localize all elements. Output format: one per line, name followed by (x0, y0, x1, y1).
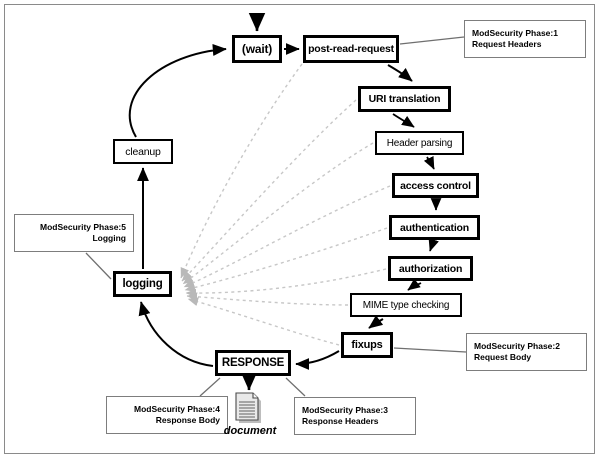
annotation-phase1-line2: Request Headers (472, 39, 542, 49)
node-fixups[interactable]: fixups (341, 332, 393, 358)
edge-fixups-to-response (295, 350, 340, 370)
edge-cleanup-to-wait (128, 44, 227, 138)
node-header-parsing[interactable]: Header parsing (375, 131, 464, 155)
annotation-modsecurity-phase-4: ModSecurity Phase:4 Response Body (106, 396, 228, 434)
node-cleanup[interactable]: cleanup (113, 139, 173, 164)
edge-dashed-authentication-to-logging (184, 227, 388, 292)
node-response-label: RESPONSE (221, 357, 285, 369)
node-mime-type-checking-label: MIME type checking (362, 299, 450, 311)
node-uri-translation-label: URI translation (368, 93, 441, 105)
node-fixups-label: fixups (351, 339, 383, 351)
document-page-icon (235, 392, 261, 423)
annotation-phase3-line1: ModSecurity Phase:3 (302, 404, 388, 415)
node-wait[interactable]: (wait) (232, 35, 282, 63)
node-wait-label: (wait) (241, 42, 273, 56)
leader-phase1 (399, 36, 465, 45)
edge-authorization-to-mime-type-checking (407, 278, 422, 291)
edge-authentication-to-authorization (428, 238, 439, 252)
edge-dashed-uri-translation-to-logging (181, 99, 357, 282)
annotation-phase4-line1: ModSecurity Phase:4 (134, 403, 220, 414)
annotation-phase5-line1: ModSecurity Phase:5 (40, 221, 126, 232)
edge-dashed-access-control-to-logging (183, 185, 391, 288)
node-access-control-label: access control (400, 179, 471, 192)
annotation-phase3-line2: Response Headers (302, 416, 379, 426)
node-header-parsing-label: Header parsing (386, 137, 453, 149)
node-logging-label: logging (122, 278, 163, 290)
annotation-modsecurity-phase-5: ModSecurity Phase:5 Logging (14, 214, 134, 252)
leader-phase5 (85, 252, 112, 280)
annotation-modsecurity-phase-2: ModSecurity Phase:2 Request Body (466, 333, 587, 371)
node-uri-translation[interactable]: URI translation (358, 86, 451, 112)
node-mime-type-checking[interactable]: MIME type checking (350, 293, 462, 317)
annotation-phase5-line2: Logging (92, 233, 126, 243)
node-cleanup-label: cleanup (125, 145, 161, 158)
annotation-phase1-line1: ModSecurity Phase:1 (472, 27, 558, 38)
node-authorization[interactable]: authorization (388, 256, 473, 281)
leader-phase3 (285, 377, 306, 397)
node-post-read-request[interactable]: post-read-request (303, 35, 399, 63)
annotation-modsecurity-phase-3: ModSecurity Phase:3 Response Headers (294, 397, 416, 435)
edge-dashed-post-read-request-to-logging (180, 63, 303, 279)
edge-post-read-request-to-uri-translation (387, 64, 413, 82)
document-label: document (223, 425, 277, 437)
edge-response-to-logging (138, 301, 214, 367)
annotation-modsecurity-phase-1: ModSecurity Phase:1 Request Headers (464, 20, 586, 58)
node-response[interactable]: RESPONSE (215, 350, 291, 376)
node-post-read-request-label: post-read-request (308, 43, 394, 55)
edge-uri-translation-to-header-parsing (392, 113, 415, 128)
node-authentication-label: authentication (400, 221, 469, 234)
annotation-phase2-line2: Request Body (474, 352, 532, 362)
leader-phase4 (199, 377, 221, 397)
edge-dashed-authorization-to-logging (185, 268, 387, 298)
node-logging[interactable]: logging (113, 271, 172, 297)
node-access-control[interactable]: access control (392, 173, 479, 198)
node-authorization-label: authorization (398, 262, 463, 275)
edge-header-parsing-to-access-control (423, 155, 435, 170)
edge-mime-type-checking-to-fixups (368, 315, 384, 329)
leader-phase2 (393, 347, 467, 353)
edge-dashed-mime-type-checking-to-logging (186, 292, 349, 306)
annotation-phase2-line1: ModSecurity Phase:2 (474, 340, 560, 351)
edge-dashed-fixups-to-logging (187, 297, 340, 346)
annotation-phase4-line2: Response Body (155, 415, 220, 425)
edge-dashed-header-parsing-to-logging (182, 142, 374, 285)
node-authentication[interactable]: authentication (389, 215, 480, 240)
